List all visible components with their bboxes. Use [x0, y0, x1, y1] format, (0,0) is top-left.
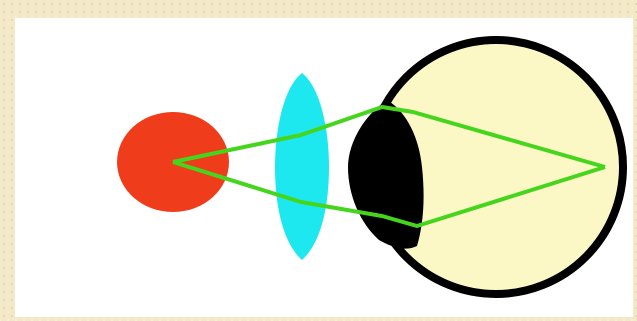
eye-optics-diagram — [15, 18, 633, 317]
convex-lens — [275, 73, 329, 260]
diagram-panel — [15, 18, 633, 317]
